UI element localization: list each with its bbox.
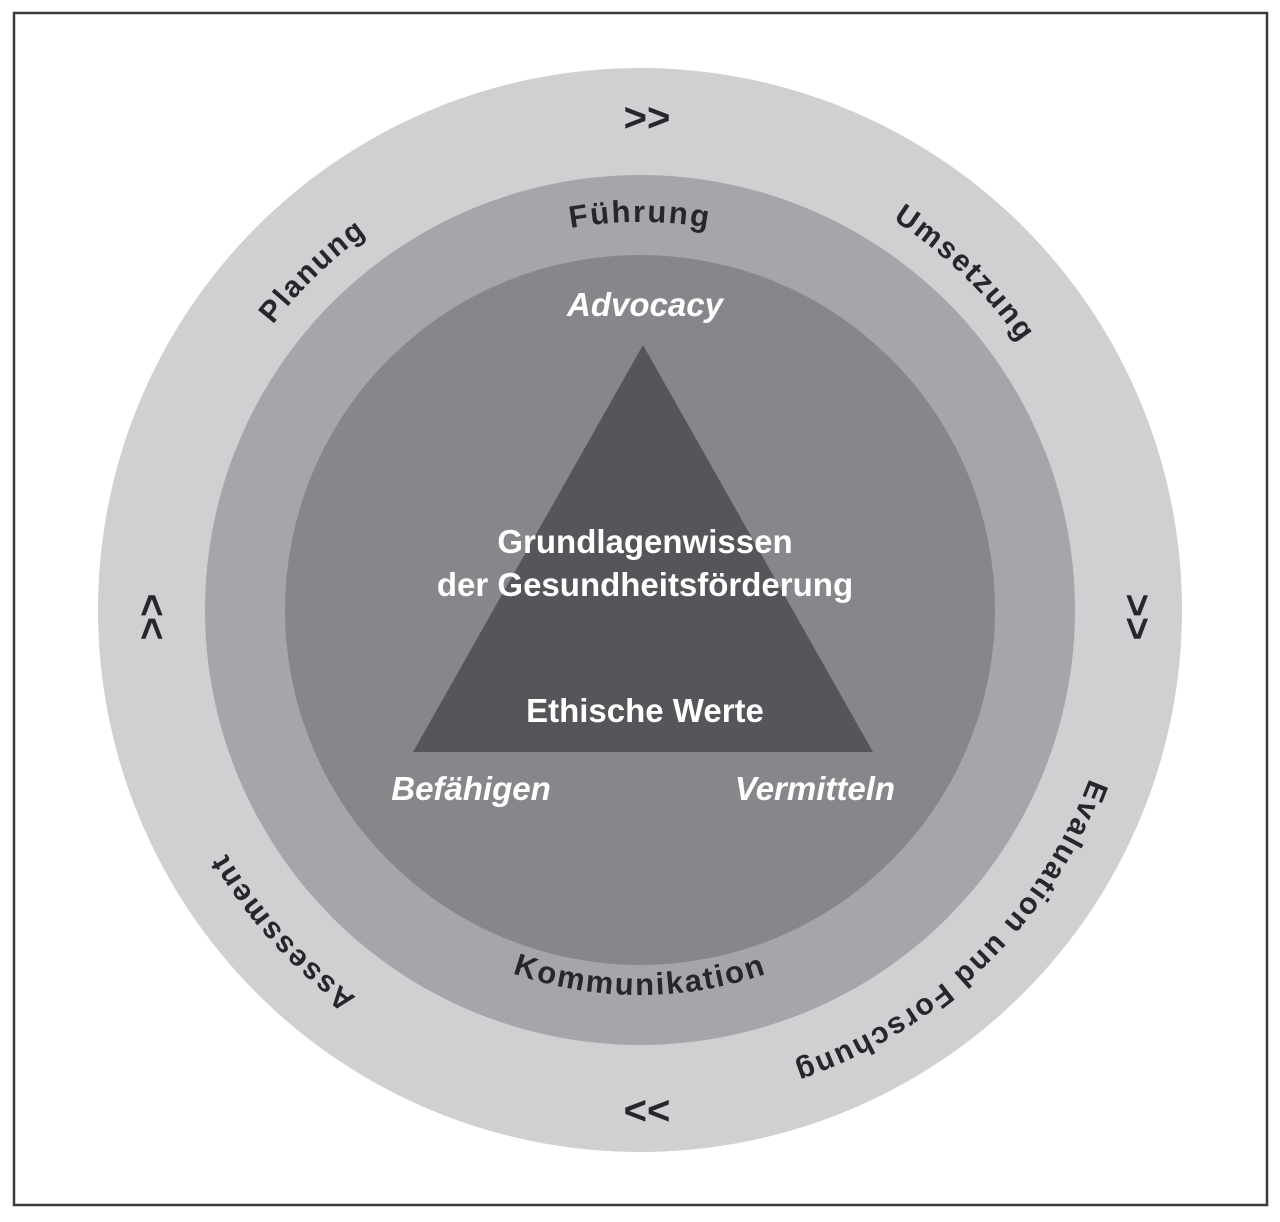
cycle-arrow-left-icon: >> [130, 594, 174, 641]
middle-label-fuehrung: Führung [566, 194, 714, 235]
triangle-label-grundlagenwissen-line2: der Gesundheitsförderung [437, 566, 853, 603]
cycle-arrow-top-icon: >> [624, 96, 671, 140]
cycle-arrow-bottom-icon: << [624, 1089, 671, 1133]
figure-frame [12, 11, 1269, 1207]
inner-label-vermitteln: Vermitteln [735, 770, 895, 807]
cycle-arrow-right-icon: >> [1115, 594, 1159, 641]
triangle-label-ethische-werte: Ethische Werte [526, 692, 764, 729]
core-triangle [413, 345, 873, 752]
triangle-label-grundlagenwissen-line1: Grundlagenwissen [497, 523, 792, 560]
inner-label-befaehigen: Befähigen [391, 770, 551, 807]
inner-label-advocacy: Advocacy [566, 286, 725, 323]
